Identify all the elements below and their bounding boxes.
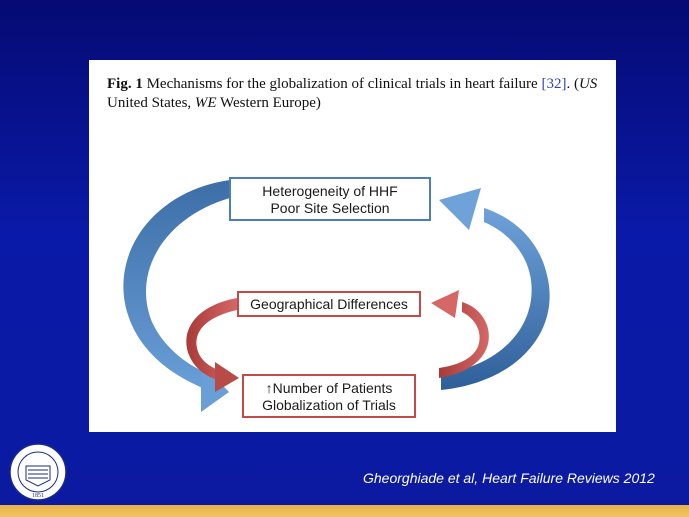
left-inner-arrowhead: [215, 362, 239, 392]
figure-label: Fig. 1: [107, 76, 143, 92]
caption-reference[interactable]: [32]: [541, 76, 567, 92]
right-inner-arrowhead: [431, 290, 459, 318]
seal-year: 1851: [32, 493, 44, 499]
middle-box-label: Geographical Differences: [250, 296, 408, 312]
footer-bar: [0, 505, 689, 517]
caption-us-full: United States,: [107, 95, 195, 111]
left-inner-arrow-body: [186, 298, 237, 380]
left-outer-arrow-body: [123, 180, 230, 390]
top-box-line2: Poor Site Selection: [270, 200, 390, 216]
right-outer-arrow-body: [441, 208, 550, 390]
top-box-line1: Heterogeneity of HHF: [262, 183, 398, 199]
up-arrow-icon: ↑: [265, 380, 273, 396]
figure-panel: Fig. 1 Mechanisms for the globalization …: [89, 60, 616, 432]
middle-box: Geographical Differences: [237, 291, 421, 317]
caption-text-b: . (: [566, 76, 579, 92]
cycle-diagram: [123, 180, 550, 412]
right-outer-arrowhead: [439, 188, 481, 230]
right-inner-arrow-body: [439, 302, 489, 378]
bottom-box: ↑Number of Patients Globalization of Tri…: [242, 374, 416, 418]
bottom-box-line2: Globalization of Trials: [262, 397, 396, 413]
university-seal-icon: 1851: [9, 443, 67, 501]
citation: Gheorghiade et al, Heart Failure Reviews…: [363, 470, 655, 486]
top-box: Heterogeneity of HHF Poor Site Selection: [229, 177, 431, 221]
caption-us-abbr: US: [578, 76, 598, 92]
caption-we-abbr: WE: [194, 95, 217, 111]
caption-we-full: Western Europe): [216, 95, 321, 111]
caption-text: Mechanisms for the globalization of clin…: [146, 76, 538, 92]
figure-caption: Fig. 1 Mechanisms for the globalization …: [107, 75, 607, 113]
bottom-box-line1: Number of Patients: [272, 380, 393, 396]
